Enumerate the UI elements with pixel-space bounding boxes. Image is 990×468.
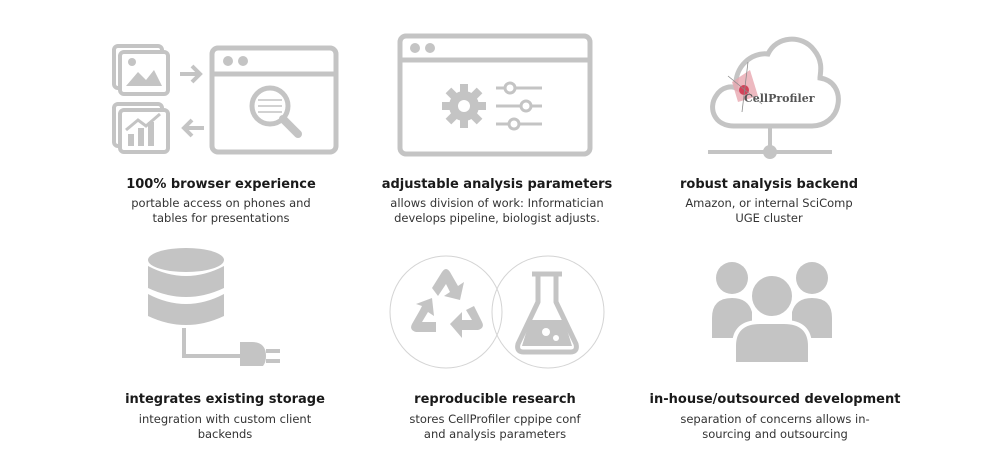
cellprofiler-logo: CellProfiler bbox=[727, 61, 815, 113]
flask-icon bbox=[515, 271, 579, 355]
settings-window-icon bbox=[396, 32, 596, 158]
feature-description: integration with custom client backends bbox=[138, 412, 312, 441]
feature-title: robust analysis backend bbox=[679, 177, 859, 192]
feature-title: reproducible research bbox=[414, 392, 576, 407]
feature-reproducible-research: reproducible research stores CellProfile… bbox=[330, 234, 660, 468]
database-plug-icon bbox=[144, 246, 304, 366]
feature-description: allows division of work: Informatician d… bbox=[390, 196, 604, 225]
feature-title: 100% browser experience bbox=[126, 177, 316, 192]
recycle-icon bbox=[411, 269, 483, 338]
feature-title: integrates existing storage bbox=[125, 392, 325, 407]
feature-description: Amazon, or internal SciComp UGE cluster bbox=[685, 196, 853, 225]
feature-browser-experience: 100% browser experience portable access … bbox=[0, 0, 339, 234]
feature-inhouse-outsourced: in-house/outsourced development separati… bbox=[650, 234, 990, 468]
feature-analysis-backend: CellProfiler robust analysis backend Ama… bbox=[660, 0, 990, 234]
feature-title: in-house/outsourced development bbox=[649, 392, 901, 407]
browser-magnifier-icon bbox=[110, 40, 350, 160]
logo-text: CellProfiler bbox=[744, 92, 815, 105]
feature-description: stores CellProfiler cppipe conf and anal… bbox=[409, 412, 581, 441]
feature-adjustable-parameters: adjustable analysis parameters allows di… bbox=[330, 0, 660, 234]
feature-title: adjustable analysis parameters bbox=[381, 177, 613, 192]
feature-existing-storage: integrates existing storage integration … bbox=[0, 234, 330, 468]
cloud-server-icon: CellProfiler bbox=[704, 22, 844, 162]
people-group-icon bbox=[712, 260, 832, 370]
recycle-flask-icon bbox=[386, 248, 608, 374]
feature-description: portable access on phones and tables for… bbox=[131, 196, 311, 225]
feature-description: separation of concerns allows in- sourci… bbox=[680, 412, 870, 441]
